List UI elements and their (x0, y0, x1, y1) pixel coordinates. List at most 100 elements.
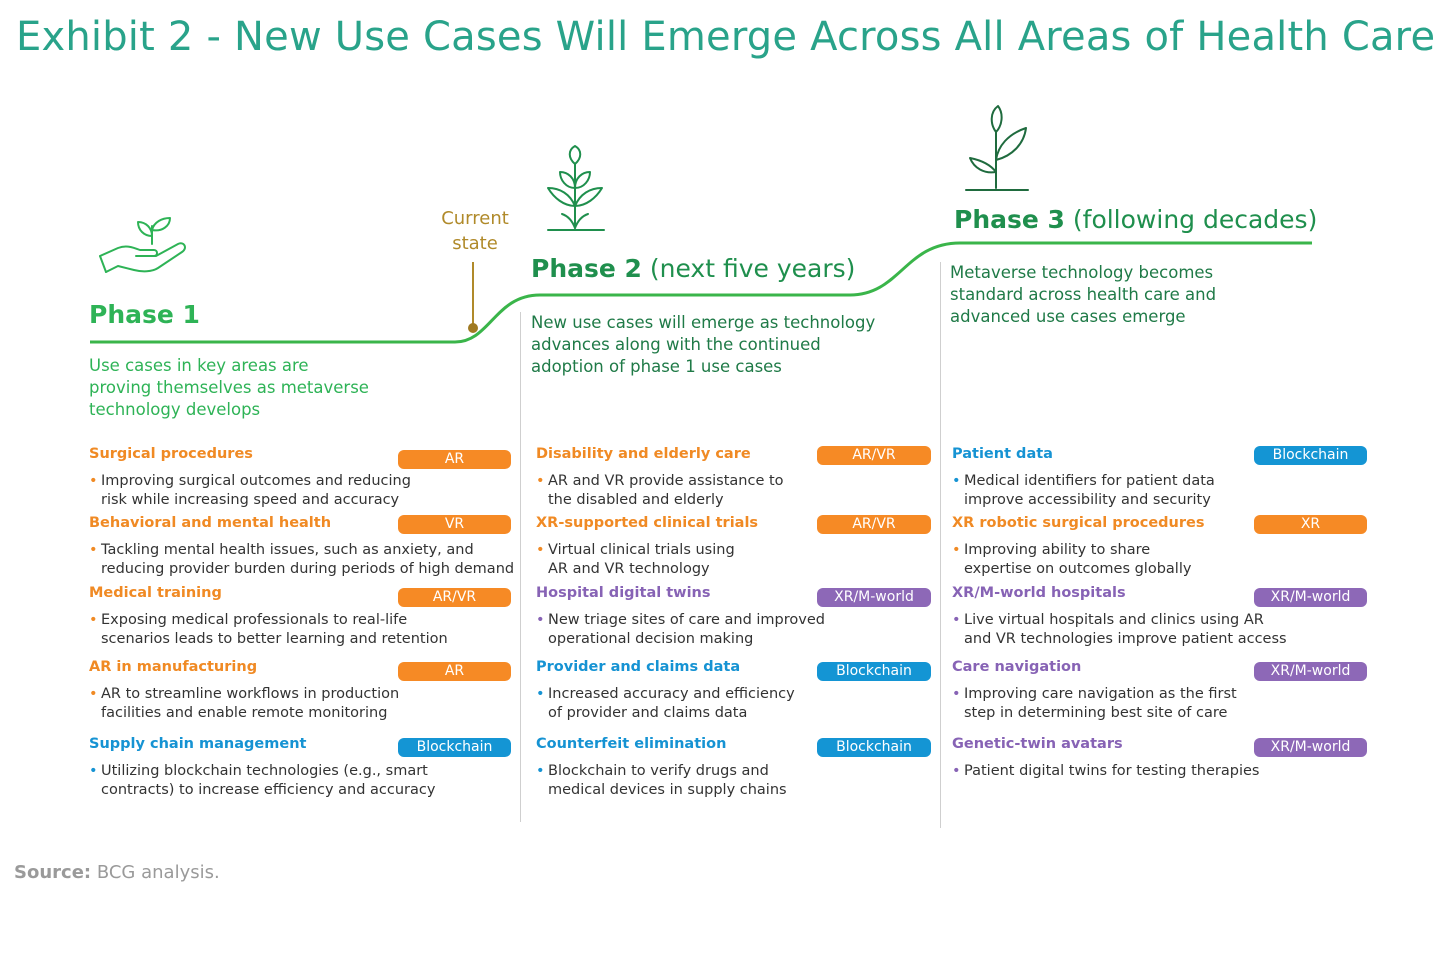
technology-badge: AR (398, 662, 511, 681)
bullet-dot: • (536, 686, 545, 702)
use-case-title: AR in manufacturing (89, 659, 258, 675)
use-case-title: XR-supported clinical trials (536, 515, 759, 531)
technology-badge: AR/VR (398, 588, 511, 607)
bullet-line: of provider and claims data (548, 705, 748, 721)
source-note: Source: BCG analysis. (14, 862, 220, 883)
bullet-line: operational decision making (548, 631, 754, 647)
bullet-line: Medical identifiers for patient data (964, 473, 1215, 489)
bullet-line: Utilizing blockchain technologies (e.g.,… (101, 763, 428, 779)
bullet-line: the disabled and elderly (548, 492, 724, 508)
use-case-title: Behavioral and mental health (89, 515, 332, 531)
bullet-line: Improving surgical outcomes and reducing (101, 473, 411, 489)
page-title: Exhibit 2 - New Use Cases Will Emerge Ac… (16, 14, 1436, 60)
current-state-line-2: state (452, 233, 498, 254)
use-case-title: XR/M-world hospitals (952, 585, 1126, 601)
technology-badge: XR/M-world (1254, 662, 1367, 681)
bullet-line: improve accessibility and security (964, 492, 1211, 508)
column-divider-2 (940, 262, 941, 828)
bullet-line: Live virtual hospitals and clinics using… (964, 612, 1264, 628)
bullet-line: and VR technologies improve patient acce… (964, 631, 1287, 647)
bullet-line: expertise on outcomes globally (964, 561, 1192, 577)
bullet-line: Improving ability to share (964, 542, 1151, 558)
use-case-description: •Improving ability to share expertise on … (952, 541, 1191, 579)
bullet-dot: • (536, 473, 545, 489)
bullet-line: risk while increasing speed and accuracy (101, 492, 400, 508)
phase-3-heading: Phase 3 (following decades) (954, 205, 1318, 234)
bullet-line: Tackling mental health issues, such as a… (101, 542, 474, 558)
use-case-title: Disability and elderly care (536, 446, 751, 462)
bullet-line: AR to streamline workflows in production (101, 686, 400, 702)
bullet-dot: • (89, 763, 98, 779)
use-case-description: •Tackling mental health issues, such as … (89, 541, 514, 579)
technology-badge: Blockchain (817, 662, 931, 681)
bullet-line: New triage sites of care and improved (548, 612, 825, 628)
current-state-line-1: Current (441, 208, 509, 229)
column-divider-1 (520, 312, 521, 822)
use-case-title: Genetic-twin avatars (952, 736, 1123, 752)
use-case-description: •New triage sites of care and improved op… (536, 611, 825, 649)
phase-1-heading: Phase 1 (89, 300, 200, 329)
technology-badge: AR/VR (817, 446, 931, 465)
bullet-line: Exposing medical professionals to real-l… (101, 612, 408, 628)
bullet-line: AR and VR provide assistance to (548, 473, 784, 489)
technology-badge: XR/M-world (1254, 738, 1367, 757)
phase-2-description: New use cases will emerge as technology … (531, 313, 876, 376)
use-case-title: Patient data (952, 446, 1053, 462)
technology-badge: Blockchain (1254, 446, 1367, 465)
use-case-description: •Live virtual hospitals and clinics usin… (952, 611, 1287, 649)
technology-badge: Blockchain (817, 738, 931, 757)
bullet-dot: • (89, 686, 98, 702)
phase-2-heading: Phase 2 (next five years) (531, 254, 856, 283)
bullet-dot: • (89, 612, 98, 628)
technology-badge: XR (1254, 515, 1367, 534)
bullet-line: Patient digital twins for testing therap… (964, 763, 1260, 779)
use-case-description: •Improving surgical outcomes and reducin… (89, 472, 411, 510)
bullet-dot: • (536, 612, 545, 628)
use-case-description: •Exposing medical professionals to real-… (89, 611, 448, 649)
bullet-line: scenarios leads to better learning and r… (101, 631, 448, 647)
bullet-dot: • (536, 542, 545, 558)
sprout-icon (547, 145, 605, 231)
technology-badge: XR/M-world (1254, 588, 1367, 607)
bullet-dot: • (89, 473, 98, 489)
bullet-line: reducing provider burden during periods … (101, 561, 515, 577)
use-case-description: •Virtual clinical trials using AR and VR … (536, 541, 735, 579)
technology-badge: XR/M-world (817, 588, 931, 607)
bullet-line: AR and VR technology (548, 561, 710, 577)
bullet-line: Blockchain to verify drugs and (548, 763, 769, 779)
bullet-line: Virtual clinical trials using (548, 542, 735, 558)
use-case-title: Counterfeit elimination (536, 736, 727, 752)
technology-badge: AR/VR (817, 515, 931, 534)
hand-with-sprout-icon (99, 217, 186, 273)
use-case-description: •Medical identifiers for patient data imp… (952, 472, 1215, 510)
phase-1-description: Use cases in key areas are proving thems… (89, 356, 369, 419)
use-case-title: Hospital digital twins (536, 585, 711, 601)
use-case-description: •Utilizing blockchain technologies (e.g.… (89, 762, 435, 800)
bullet-dot: • (952, 612, 961, 628)
use-case-description: •Increased accuracy and efficiency of pro… (536, 685, 795, 723)
use-case-description: •Patient digital twins for testing thera… (952, 762, 1259, 781)
bullet-dot: • (536, 763, 545, 779)
use-case-title: XR robotic surgical procedures (952, 515, 1205, 531)
bullet-dot: • (952, 473, 961, 489)
use-case-title: Medical training (89, 585, 222, 601)
bullet-dot: • (89, 542, 98, 558)
technology-badge: VR (398, 515, 511, 534)
plant-icon (965, 105, 1029, 191)
use-case-title: Surgical procedures (89, 446, 253, 462)
technology-badge: Blockchain (398, 738, 511, 757)
phase-3-description: Metaverse technology becomes standard ac… (950, 263, 1217, 326)
bullet-dot: • (952, 763, 961, 779)
use-case-title: Supply chain management (89, 736, 307, 752)
use-case-title: Care navigation (952, 659, 1082, 675)
bullet-line: Increased accuracy and efficiency (548, 686, 795, 702)
bullet-dot: • (952, 542, 961, 558)
use-case-description: •AR and VR provide assistance to the disa… (536, 472, 784, 510)
current-state-label: Current state (430, 206, 520, 256)
use-case-title: Provider and claims data (536, 659, 741, 675)
